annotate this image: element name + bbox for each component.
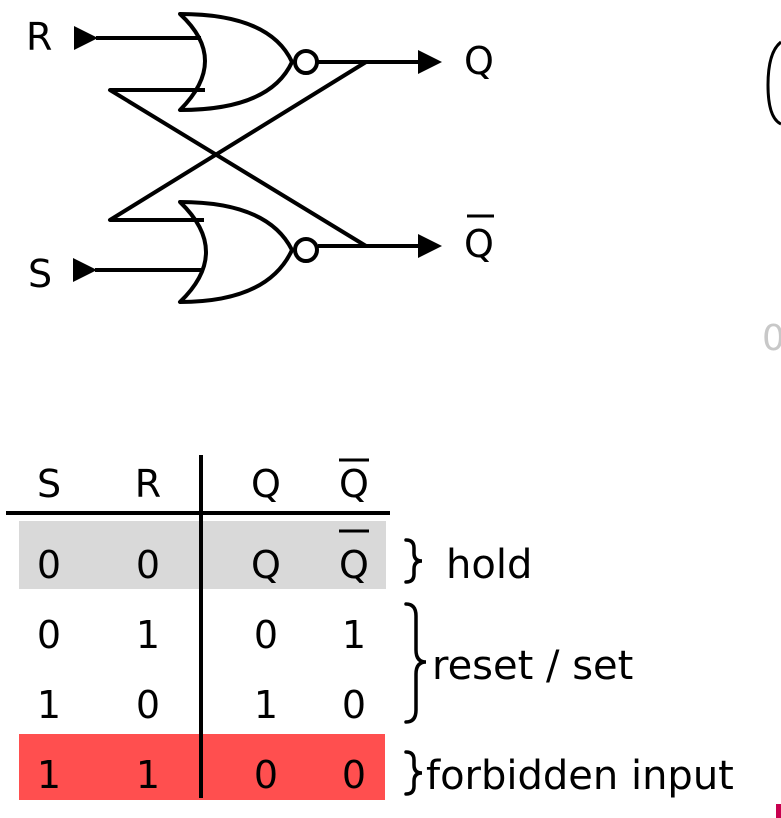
- header-r: R: [135, 462, 161, 506]
- output-qbar-arrow-icon: [418, 234, 442, 258]
- cell-r3-r: 0: [136, 683, 160, 727]
- nor-gate-bottom: [178, 200, 294, 304]
- cropped-magenta-fragment: [776, 804, 781, 818]
- cropped-gray-zero: 0: [762, 318, 781, 359]
- cell-r1-qbar: Q: [339, 543, 369, 587]
- feedback-wire-qbar: [108, 88, 368, 248]
- cell-r4-qbar: 0: [342, 753, 366, 797]
- cell-r2-r: 1: [136, 613, 160, 657]
- feedback-wire-q: [108, 60, 368, 222]
- input-s-arrow-icon: [73, 258, 97, 282]
- annotation-hold: hold: [446, 542, 532, 588]
- cell-r4-q: 0: [254, 753, 278, 797]
- output-qbar-label: Q: [464, 222, 494, 266]
- annotation-forbidden: forbidden input: [426, 753, 734, 799]
- cell-r2-qbar: 1: [342, 613, 366, 657]
- header-s: S: [37, 462, 61, 506]
- cell-r3-qbar: 0: [342, 683, 366, 727]
- cell-r1-s: 0: [37, 543, 61, 587]
- cropped-bracket-fragment: [766, 40, 781, 126]
- annotation-reset-set: reset / set: [432, 643, 633, 689]
- brace-hold-icon: [404, 538, 423, 584]
- cell-r3-s: 1: [37, 683, 61, 727]
- nor-gate-top-bubble: [293, 49, 319, 75]
- output-q-label: Q: [464, 39, 494, 83]
- nor-gate-bottom-bubble: [293, 237, 319, 263]
- header-qbar: Q: [339, 462, 369, 506]
- brace-reset-set-icon: [404, 602, 427, 724]
- brace-forbidden-icon: [404, 750, 423, 796]
- cell-r4-s: 1: [37, 753, 61, 797]
- nor-gate-top: [178, 12, 294, 112]
- input-r-label: R: [26, 15, 52, 59]
- cell-r4-r: 1: [136, 753, 160, 797]
- output-q-arrow-icon: [418, 50, 442, 74]
- cell-r1-q: Q: [251, 543, 281, 587]
- sr-latch-circuit: R Q Q S: [26, 12, 494, 304]
- header-q: Q: [251, 462, 281, 506]
- cell-r2-s: 0: [37, 613, 61, 657]
- truth-table: S R Q Q 0 0 Q Q 0 1 0 1 1 0 1 0 1 1 0 0 …: [6, 455, 734, 800]
- cell-r1-r: 0: [136, 543, 160, 587]
- cell-r3-q: 1: [254, 683, 278, 727]
- cell-r2-q: 0: [254, 613, 278, 657]
- input-s-label: S: [28, 252, 52, 296]
- input-r-arrow-icon: [74, 26, 98, 50]
